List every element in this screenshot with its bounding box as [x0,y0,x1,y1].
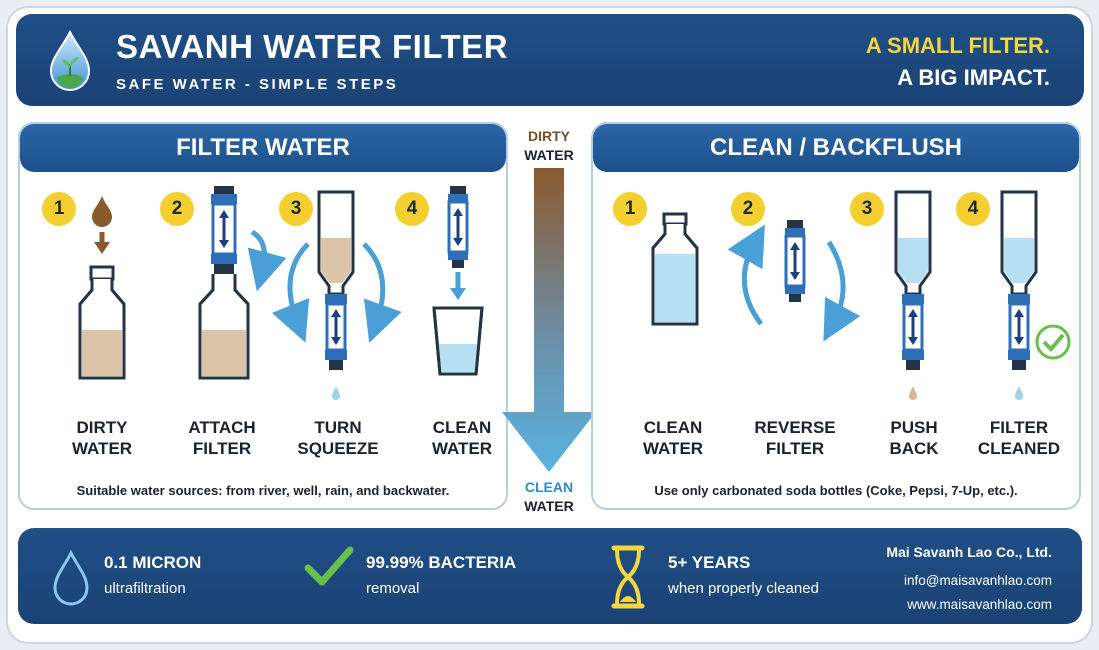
filter-step-4-badge: 4 [395,192,429,226]
clean-water-bottle-icon [651,212,699,326]
water-drop-icon [53,550,89,606]
check-icon [304,546,354,586]
feature-years-detail: when properly cleaned [668,580,819,597]
clean-step-4-badge: 4 [956,192,990,226]
filter-steps-illustration [78,186,484,400]
feature-bacteria-headline: 99.99% BACTERIA [366,553,517,572]
feature-years-headline: 5+ YEARS [668,553,751,572]
tagline-big-impact: A BIG IMPACT. [897,65,1050,90]
feature-bacteria-detail: removal [366,580,420,597]
footer-bar: 0.1 MICRON ultrafiltration 99.99% BACTER… [18,528,1082,624]
page-subtitle: SAFE WATER - SIMPLE STEPS [116,76,399,93]
feature-micron-detail: ultrafiltration [104,580,186,597]
header-bar: SAVANH WATER FILTER SAFE WATER - SIMPLE … [16,14,1084,106]
feature-micron-headline: 0.1 MICRON [104,553,202,572]
push-back-bottle-icon [894,190,932,296]
middle-clean-water-label: CLEAN WATER [524,479,574,514]
filter-step-2-badge: 2 [160,192,194,226]
backflush-steps-illustration [651,190,1071,400]
clean-step-3-badge: 3 [850,192,884,226]
middle-dirty-water-label: DIRTY WATER [524,128,574,163]
clean-backflush-panel: CLEAN / BACKFLUSH [591,122,1081,510]
cleaned-filter-icon [1008,294,1030,370]
filter-step-1-badge: 1 [42,192,76,226]
clean-step-1-badge: 1 [613,192,647,226]
filter-water-title: FILTER WATER [20,124,506,172]
squeeze-filter-icon [325,294,347,370]
clean-water-glass-icon [432,306,484,376]
filter-water-panel: FILTER WATER [18,122,508,510]
company-website[interactable]: www.maisavanhlao.com [907,597,1052,612]
reverse-filter-icon [784,220,806,302]
attach-bottle-icon [198,274,250,380]
dirty-water-bottle-icon [78,265,126,380]
hourglass-icon [611,545,645,609]
clean-step-2-badge: 2 [731,192,765,226]
water-drop-logo-icon [49,30,91,91]
tagline-small-filter: A SMALL FILTER. [865,33,1050,58]
page-title: SAVANH WATER FILTER [116,28,509,65]
filter-step-3-badge: 3 [279,192,313,226]
filter-water-note: Suitable water sources: from river, well… [76,483,450,498]
push-back-filter-icon [902,294,924,370]
dirty-to-clean-arrow-icon [502,168,596,472]
dirty-water-drop-icon [92,196,112,227]
cleaned-bottle-icon [1000,190,1038,296]
company-name: Mai Savanh Lao Co., Ltd. [886,544,1052,560]
squeeze-bottle-icon [317,190,355,296]
attach-filter-icon [211,186,237,274]
check-circle-icon [1035,324,1071,360]
clean-backflush-note: Use only carbonated soda bottles (Coke, … [654,483,1018,498]
clean-backflush-title: CLEAN / BACKFLUSH [593,124,1079,172]
company-email[interactable]: info@maisavanhlao.com [903,573,1052,588]
clean-filter-icon [447,186,469,268]
